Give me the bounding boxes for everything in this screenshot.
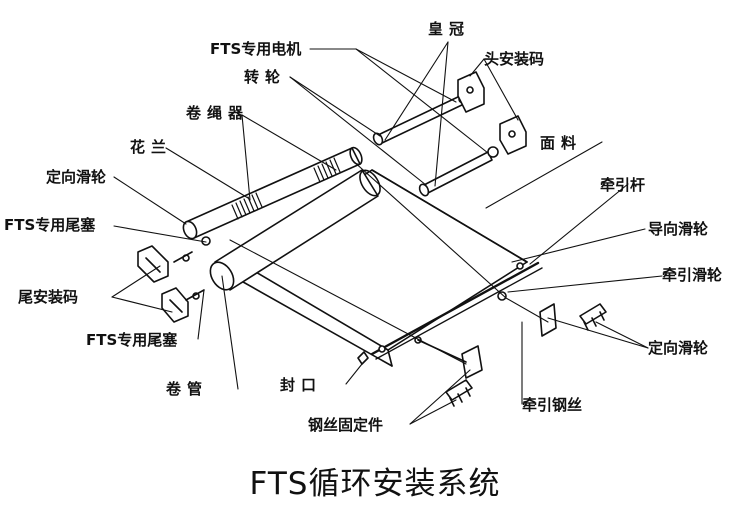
- label-fts-motor: FTS专用电机: [210, 40, 302, 58]
- traction-wires: [229, 159, 549, 365]
- label-fixed-pulley-left: 定向滑轮: [46, 168, 107, 186]
- label-fixed-pulley-right: 定向滑轮: [648, 339, 709, 357]
- diagram-title: FTS循环安装系统: [249, 466, 501, 502]
- label-guide-pulley: 导向滑轮: [648, 220, 709, 238]
- label-rope-winder: 卷绳器: [186, 104, 250, 122]
- bottom-brackets: [414, 336, 483, 407]
- label-fts-end-plug-bottom: FTS专用尾塞: [86, 331, 178, 349]
- label-fts-end-plug-top: FTS专用尾塞: [4, 216, 96, 234]
- label-wire-fixer: 钢丝固定件: [308, 416, 384, 434]
- label-fabric: 面料: [540, 134, 583, 152]
- roller-tube-shape: [209, 169, 381, 291]
- head-brackets: [457, 71, 527, 155]
- leader-lines: [111, 41, 663, 425]
- label-head-bracket: 头安装码: [484, 50, 545, 68]
- label-traction-pulley: 牵引滑轮: [662, 266, 723, 284]
- label-seal: 封口: [280, 376, 323, 394]
- label-traction-bar: 牵引杆: [600, 176, 646, 194]
- label-flange: 花兰: [130, 138, 173, 156]
- right-pulleys: [497, 291, 607, 337]
- tail-brackets: [137, 245, 205, 323]
- label-roller-tube: 卷管: [166, 380, 209, 398]
- seal-piece: [357, 351, 369, 365]
- label-crown: 皇冠: [428, 20, 471, 38]
- rope-winder-tube: [182, 146, 363, 246]
- label-tail-bracket: 尾安装码: [18, 288, 79, 306]
- label-pulley-wheel: 转轮: [244, 68, 287, 86]
- traction-bar: [370, 261, 543, 360]
- label-traction-wire: 牵引钢丝: [522, 396, 583, 414]
